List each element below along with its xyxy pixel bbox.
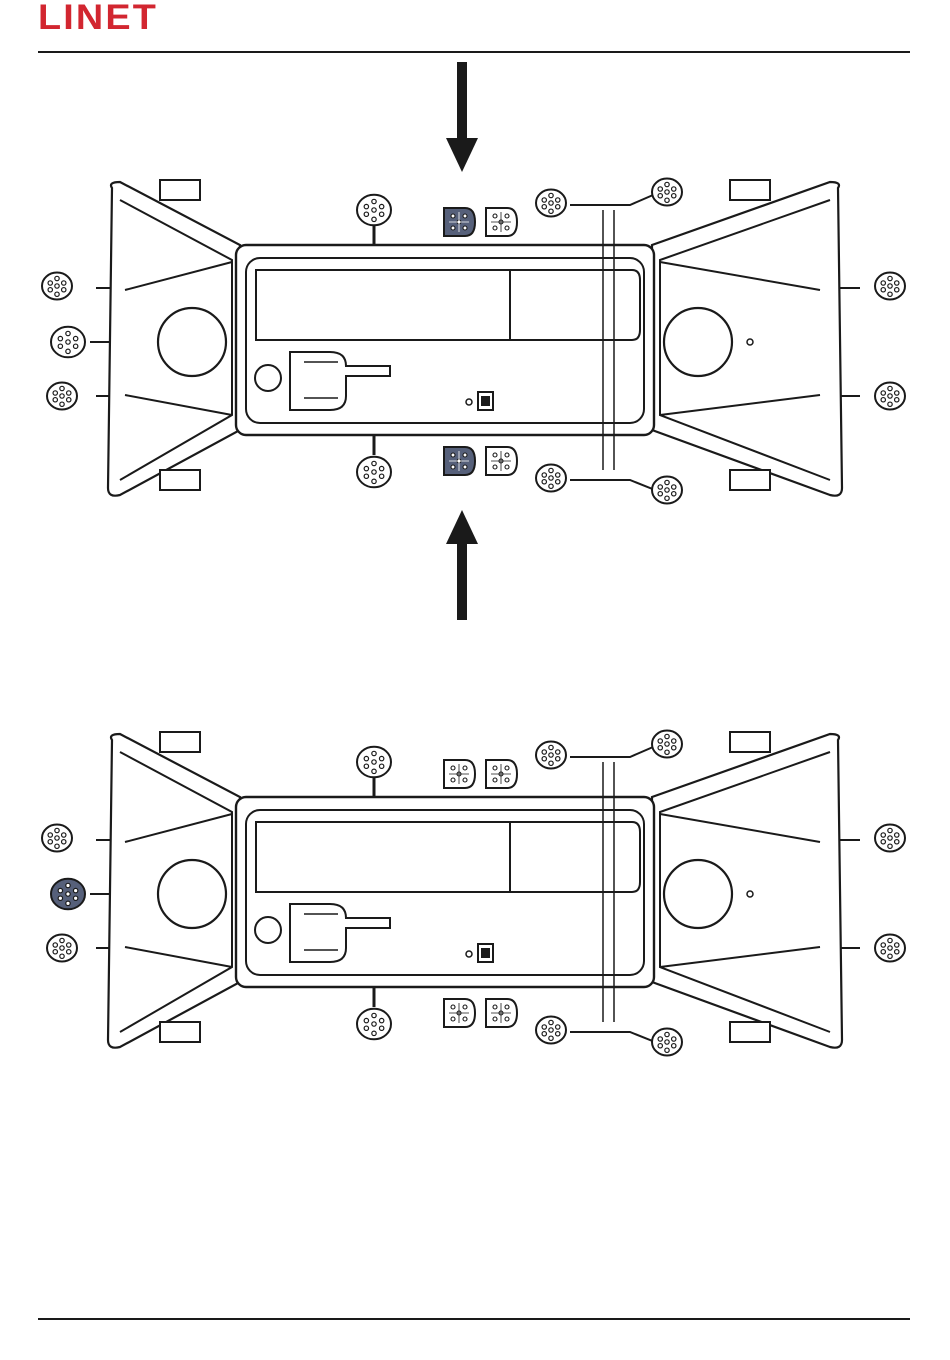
top-right-pedal-a: [536, 742, 566, 769]
left-upper-pedal: [42, 273, 72, 300]
left-middle-pedal: [51, 327, 85, 358]
bed-frame: [42, 731, 905, 1056]
bottom-center-left-pedal: [444, 447, 475, 475]
top-right-pedal-b: [652, 731, 682, 758]
bottom-center-right-pedal: [486, 447, 517, 475]
bottom-left-round-pedal: [357, 457, 391, 488]
bottom-right-pedal-a: [536, 1017, 566, 1044]
bottom-right-pedal-b: [652, 477, 682, 504]
right-caster: [664, 308, 732, 376]
bottom-center-left-pedal: [444, 999, 475, 1027]
left-middle-pedal: [51, 879, 85, 910]
left-caster: [158, 308, 226, 376]
top-center-left-pedal: [444, 208, 475, 236]
arrow-down-icon: [444, 62, 480, 174]
top-right-pedal-a: [536, 190, 566, 217]
top-center-left-pedal: [444, 760, 475, 788]
top-left-round-pedal: [357, 747, 391, 778]
left-caster: [158, 860, 226, 928]
bottom-center-right-pedal: [486, 999, 517, 1027]
top-center-right-pedal: [486, 208, 517, 236]
bed-diagram-1: [0, 170, 950, 510]
top-right-pedal-b: [652, 179, 682, 206]
bed-top-view-2: [0, 722, 950, 1062]
brand-logo: LINET: [38, 0, 158, 38]
left-upper-pedal: [42, 825, 72, 852]
right-lower-pedal: [875, 383, 905, 410]
bed-top-view-1: [0, 170, 950, 510]
footer-divider: [38, 1318, 910, 1320]
right-caster: [664, 860, 732, 928]
bed-frame: [42, 179, 905, 504]
top-center-right-pedal: [486, 760, 517, 788]
right-upper-pedal: [875, 825, 905, 852]
bottom-right-pedal-a: [536, 465, 566, 492]
left-lower-pedal: [47, 935, 77, 962]
arrow-up-icon: [444, 508, 480, 620]
header-divider: [38, 51, 910, 53]
top-left-round-pedal: [357, 195, 391, 226]
bed-diagram-2: [0, 722, 950, 1062]
left-lower-pedal: [47, 383, 77, 410]
bottom-left-round-pedal: [357, 1009, 391, 1040]
right-lower-pedal: [875, 935, 905, 962]
bottom-right-pedal-b: [652, 1029, 682, 1056]
right-upper-pedal: [875, 273, 905, 300]
